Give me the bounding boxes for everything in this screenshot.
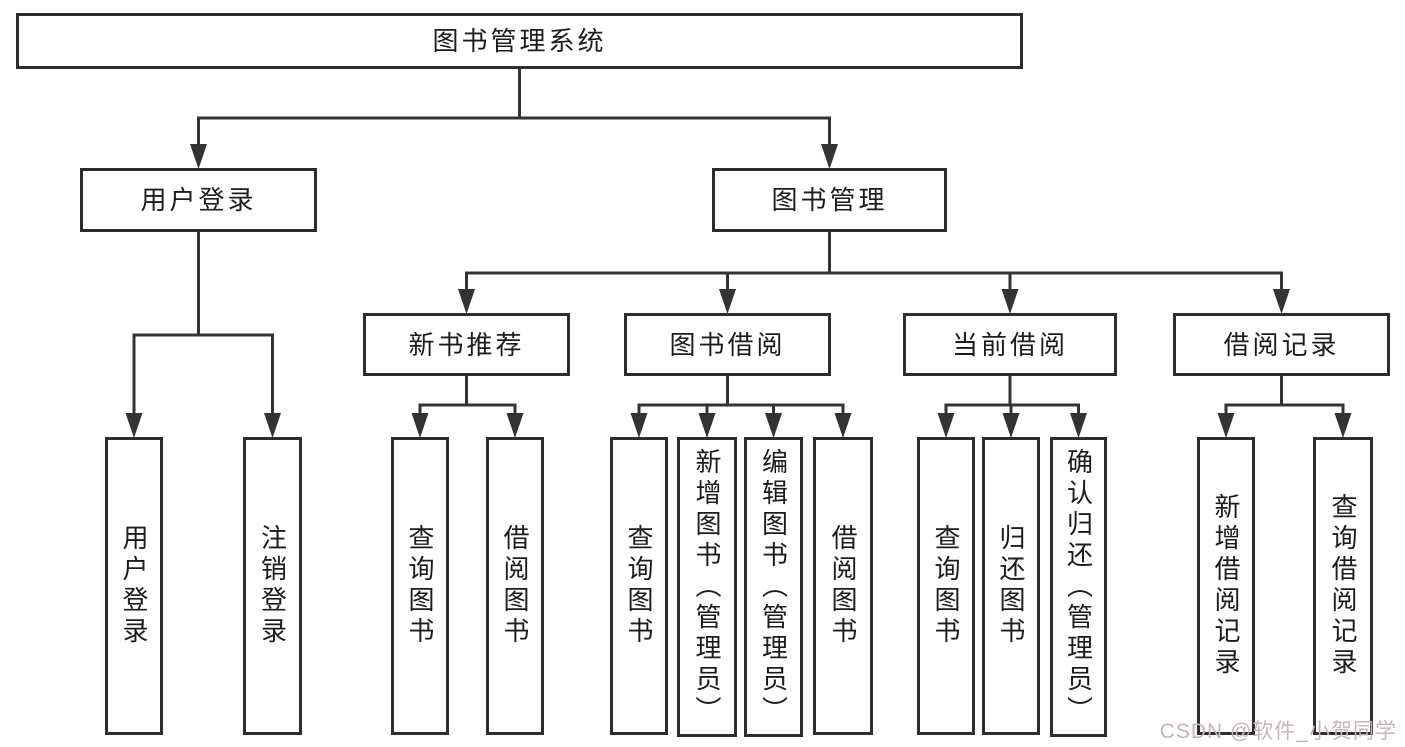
arrowhead-down xyxy=(1070,413,1087,438)
node-leaf-query-books-3: 查询图书 xyxy=(917,437,975,735)
arrowhead-down xyxy=(937,413,955,438)
arrowhead-down xyxy=(264,413,281,438)
node-leaf-confirm-return-admin: 确认归还（管理员） xyxy=(1050,437,1107,737)
watermark: CSDN @软件_小贺同学 xyxy=(1159,720,1397,743)
node-leaf-edit-book-admin: 编辑图书（管理员） xyxy=(744,437,803,737)
node-borrowing-records: 借阅记录 xyxy=(1173,313,1390,376)
node-leaf-return-books: 归还图书 xyxy=(982,437,1040,735)
arrowhead-down xyxy=(834,413,852,438)
node-library-system-label: 图书管理系统 xyxy=(432,26,607,56)
arrowhead-down xyxy=(1217,413,1235,438)
node-new-book-recommend: 新书推荐 xyxy=(363,313,570,376)
node-leaf-borrow-books-2: 借阅图书 xyxy=(813,437,873,735)
arrowhead-down xyxy=(821,144,838,169)
node-leaf-borrow-books-1-label: 借阅图书 xyxy=(500,524,530,648)
node-leaf-query-books-1: 查询图书 xyxy=(391,437,449,735)
node-leaf-query-borrow-record: 查询借阅记录 xyxy=(1313,437,1373,735)
node-current-borrowing: 当前借阅 xyxy=(903,313,1117,376)
node-current-borrowing-label: 当前借阅 xyxy=(951,329,1068,360)
node-new-book-recommend-label: 新书推荐 xyxy=(408,329,525,360)
node-leaf-logout: 注销登录 xyxy=(243,437,302,735)
node-leaf-add-book-admin-label: 新增图书（管理员） xyxy=(692,447,722,727)
arrowhead-down xyxy=(719,289,736,314)
node-leaf-add-borrow-record-label: 新增借阅记录 xyxy=(1211,493,1241,679)
arrowhead-down xyxy=(1273,289,1290,314)
node-leaf-edit-book-admin-label: 编辑图书（管理员） xyxy=(758,447,789,727)
node-leaf-query-borrow-record-label: 查询借阅记录 xyxy=(1328,493,1358,679)
arrowhead-down xyxy=(125,413,143,438)
node-leaf-logout-label: 注销登录 xyxy=(257,524,288,648)
node-user-login: 用户登录 xyxy=(80,168,317,232)
node-leaf-query-books-2-label: 查询图书 xyxy=(624,524,654,648)
arrowhead-down xyxy=(411,413,429,438)
arrowhead-down xyxy=(190,144,207,169)
node-leaf-user-login-label: 用户登录 xyxy=(119,524,149,648)
node-book-borrowing-label: 图书借阅 xyxy=(669,329,786,360)
arrowhead-down xyxy=(765,413,782,438)
node-leaf-borrow-books-2-label: 借阅图书 xyxy=(828,524,858,648)
node-leaf-borrow-books-1: 借阅图书 xyxy=(486,437,544,735)
node-leaf-query-books-3-label: 查询图书 xyxy=(931,524,961,648)
node-leaf-add-borrow-record: 新增借阅记录 xyxy=(1197,437,1255,735)
node-library-system: 图书管理系统 xyxy=(16,13,1023,69)
node-user-login-label: 用户登录 xyxy=(140,185,257,215)
arrowhead-down xyxy=(630,413,648,438)
arrowhead-down xyxy=(1002,413,1020,438)
arrowhead-down xyxy=(1001,289,1019,314)
node-book-borrowing: 图书借阅 xyxy=(624,313,831,376)
node-leaf-user-login: 用户登录 xyxy=(105,437,163,735)
node-borrowing-records-label: 借阅记录 xyxy=(1223,329,1340,360)
arrowhead-down xyxy=(506,413,524,438)
node-leaf-query-books-2: 查询图书 xyxy=(610,437,668,735)
node-leaf-confirm-return-admin-label: 确认归还（管理员） xyxy=(1063,447,1094,727)
node-leaf-add-book-admin: 新增图书（管理员） xyxy=(677,437,737,737)
node-leaf-return-books-label: 归还图书 xyxy=(996,524,1026,648)
node-leaf-query-books-1-label: 查询图书 xyxy=(405,524,435,648)
arrowhead-down xyxy=(1334,413,1352,438)
node-book-management: 图书管理 xyxy=(712,168,947,232)
node-book-management-label: 图书管理 xyxy=(771,185,888,215)
arrowhead-down xyxy=(458,289,475,314)
arrowhead-down xyxy=(698,413,716,438)
